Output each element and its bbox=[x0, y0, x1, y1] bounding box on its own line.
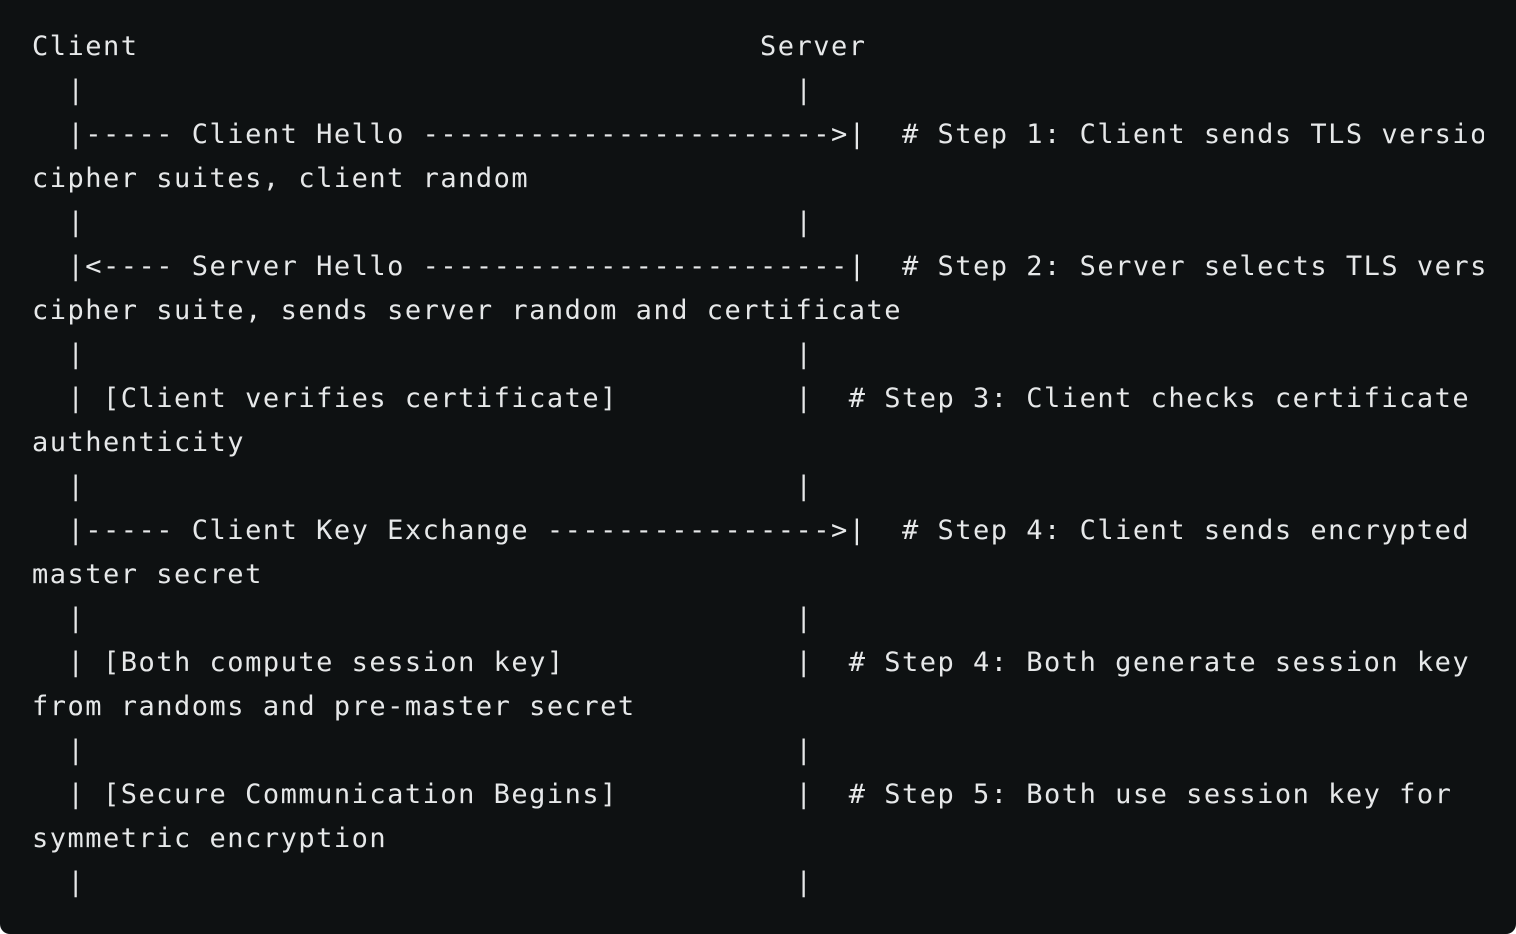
code-line: | | bbox=[32, 75, 814, 106]
code-line: | | bbox=[32, 603, 814, 634]
code-line: cipher suite, sends server random and ce… bbox=[32, 295, 903, 326]
code-line: | [Secure Communication Begins] | # Step… bbox=[32, 779, 1453, 810]
code-line: Client Server bbox=[32, 31, 867, 62]
code-line: |<---- Server Hello --------------------… bbox=[32, 251, 1485, 282]
code-line: symmetric encryption bbox=[32, 823, 388, 854]
code-line: master secret bbox=[32, 559, 263, 590]
code-line: |----- Client Key Exchange -------------… bbox=[32, 515, 1484, 546]
code-line: |----- Client Hello --------------------… bbox=[32, 119, 1485, 150]
code-line: authenticity bbox=[32, 427, 246, 458]
code-line: | | bbox=[32, 735, 814, 766]
code-line: cipher suites, client random bbox=[32, 163, 530, 194]
code-line: from randoms and pre-master secret bbox=[32, 691, 636, 722]
code-line: | | bbox=[32, 207, 814, 238]
code-line: | [Both compute session key] | # Step 4:… bbox=[32, 647, 1471, 678]
code-line: | | bbox=[32, 867, 814, 898]
code-line: | | bbox=[32, 471, 814, 502]
code-line: | [Client verifies certificate] | # Step… bbox=[32, 383, 1471, 414]
code-line: | | bbox=[32, 339, 814, 370]
